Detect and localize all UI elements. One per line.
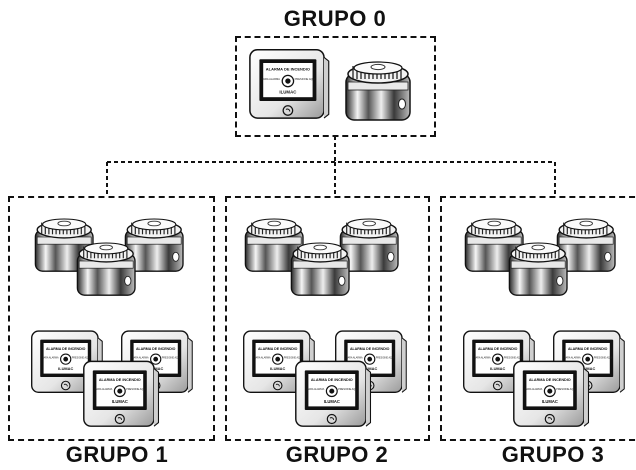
svg-text:PARA ALARMA: PARA ALARMA	[525, 388, 543, 391]
svg-text:ALARMA DE INCENDIO: ALARMA DE INCENDIO	[478, 347, 518, 351]
svg-text:ILUMAC: ILUMAC	[362, 366, 377, 371]
smoke-detector-icon	[124, 218, 184, 272]
svg-text:ILUMAC: ILUMAC	[270, 366, 285, 371]
svg-text:PARA ALARMA: PARA ALARMA	[42, 356, 59, 359]
group-1-panel-3: ALARMA DE INCENDIO PARA ALARMA PRESIONE …	[82, 356, 161, 433]
smoke-detector-icon	[339, 218, 399, 272]
svg-text:ALARMA DE INCENDIO: ALARMA DE INCENDIO	[136, 347, 176, 351]
group-3-detector-1	[460, 210, 528, 278]
svg-text:PARA ALARMA: PARA ALARMA	[564, 356, 581, 359]
group-1-panel-1: ALARMA DE INCENDIO PARA ALARMA PRESIONE …	[30, 326, 105, 399]
group-0-box	[235, 36, 436, 137]
smoke-detector-icon	[508, 242, 568, 296]
svg-text:ILUMAC: ILUMAC	[279, 89, 297, 94]
group-0-title: GRUPO 0	[283, 6, 387, 31]
svg-text:ALARMA DE INCENDIO: ALARMA DE INCENDIO	[46, 347, 86, 351]
group-0-panel: ALARMA DE INCENDIO PARA ALARMA PRESIONE …	[248, 44, 332, 126]
group-1-title: GRUPO 1	[65, 442, 169, 467]
svg-text:ALARMA DE INCENDIO: ALARMA DE INCENDIO	[568, 347, 608, 351]
group-1-detector-3	[72, 234, 140, 302]
group-1-detector-2	[120, 210, 188, 278]
svg-text:PARA ALARMA: PARA ALARMA	[262, 77, 281, 81]
fire-alarm-panel-icon: ALARMA DE INCENDIO PARA ALARMA PRESIONE …	[295, 360, 372, 427]
group-3-panel-3: ALARMA DE INCENDIO PARA ALARMA PRESIONE …	[512, 356, 591, 433]
fire-alarm-panel-icon: ALARMA DE INCENDIO PARA ALARMA PRESIONE …	[31, 330, 103, 393]
group-2-panel-3: ALARMA DE INCENDIO PARA ALARMA PRESIONE …	[294, 356, 373, 433]
svg-text:PARA ALARMA: PARA ALARMA	[254, 356, 271, 359]
svg-text:PRESIONE AQUI: PRESIONE AQUI	[295, 77, 316, 81]
group-2-detector-3	[286, 234, 354, 302]
svg-text:ALARMA DE INCENDIO: ALARMA DE INCENDIO	[529, 378, 571, 382]
svg-text:ILUMAC: ILUMAC	[58, 366, 73, 371]
fire-alarm-panel-icon: ALARMA DE INCENDIO PARA ALARMA PRESIONE …	[249, 48, 330, 119]
smoke-detector-icon	[464, 218, 524, 272]
svg-text:ALARMA DE INCENDIO: ALARMA DE INCENDIO	[258, 347, 298, 351]
smoke-detector-icon	[244, 218, 304, 272]
svg-text:PRESIONE AQUI: PRESIONE AQUI	[594, 356, 613, 359]
svg-text:PARA ALARMA: PARA ALARMA	[307, 388, 325, 391]
svg-text:ALARMA DE INCENDIO: ALARMA DE INCENDIO	[350, 347, 390, 351]
svg-text:ILUMAC: ILUMAC	[490, 366, 505, 371]
fire-alarm-panel-icon: ALARMA DE INCENDIO PARA ALARMA PRESIONE …	[83, 360, 160, 427]
svg-text:PRESIONE AQUI: PRESIONE AQUI	[338, 388, 358, 391]
smoke-detector-icon	[76, 242, 136, 296]
svg-text:PARA ALARMA: PARA ALARMA	[346, 356, 363, 359]
smoke-detector-icon	[556, 218, 616, 272]
svg-text:PRESIONE AQUI: PRESIONE AQUI	[376, 356, 395, 359]
group-3-title: GRUPO 3	[501, 442, 605, 467]
svg-text:PARA ALARMA: PARA ALARMA	[95, 388, 113, 391]
group-1-box	[8, 196, 215, 441]
svg-text:PRESIONE AQUI: PRESIONE AQUI	[72, 356, 91, 359]
group-2-title: GRUPO 2	[285, 442, 389, 467]
svg-text:ALARMA DE INCENDIO: ALARMA DE INCENDIO	[311, 378, 353, 382]
group-2-box	[225, 196, 430, 441]
group-2-detector-2	[335, 210, 403, 278]
svg-text:ILUMAC: ILUMAC	[324, 399, 340, 404]
svg-text:ALARMA DE INCENDIO: ALARMA DE INCENDIO	[99, 378, 141, 382]
svg-text:ILUMAC: ILUMAC	[580, 366, 595, 371]
svg-text:ALARMA DE INCENDIO: ALARMA DE INCENDIO	[266, 67, 310, 72]
svg-text:PRESIONE AQUI: PRESIONE AQUI	[504, 356, 523, 359]
svg-text:PRESIONE AQUI: PRESIONE AQUI	[162, 356, 181, 359]
group-3-detector-2	[552, 210, 620, 278]
svg-text:PARA ALARMA: PARA ALARMA	[132, 356, 149, 359]
smoke-detector-icon	[290, 242, 350, 296]
svg-text:ILUMAC: ILUMAC	[112, 399, 128, 404]
svg-text:PRESIONE AQUI: PRESIONE AQUI	[556, 388, 576, 391]
fire-alarm-panel-icon: ALARMA DE INCENDIO PARA ALARMA PRESIONE …	[513, 360, 590, 427]
group-3-detector-3	[504, 234, 572, 302]
group-0-detector	[340, 52, 416, 128]
svg-text:ILUMAC: ILUMAC	[148, 366, 163, 371]
svg-text:PRESIONE AQUI: PRESIONE AQUI	[126, 388, 146, 391]
svg-text:ILUMAC: ILUMAC	[542, 399, 558, 404]
group-3-box	[440, 196, 636, 441]
svg-text:PARA ALARMA: PARA ALARMA	[474, 356, 491, 359]
group-2-detector-1	[240, 210, 308, 278]
svg-text:PRESIONE AQUI: PRESIONE AQUI	[284, 356, 303, 359]
smoke-detector-icon	[345, 61, 411, 121]
